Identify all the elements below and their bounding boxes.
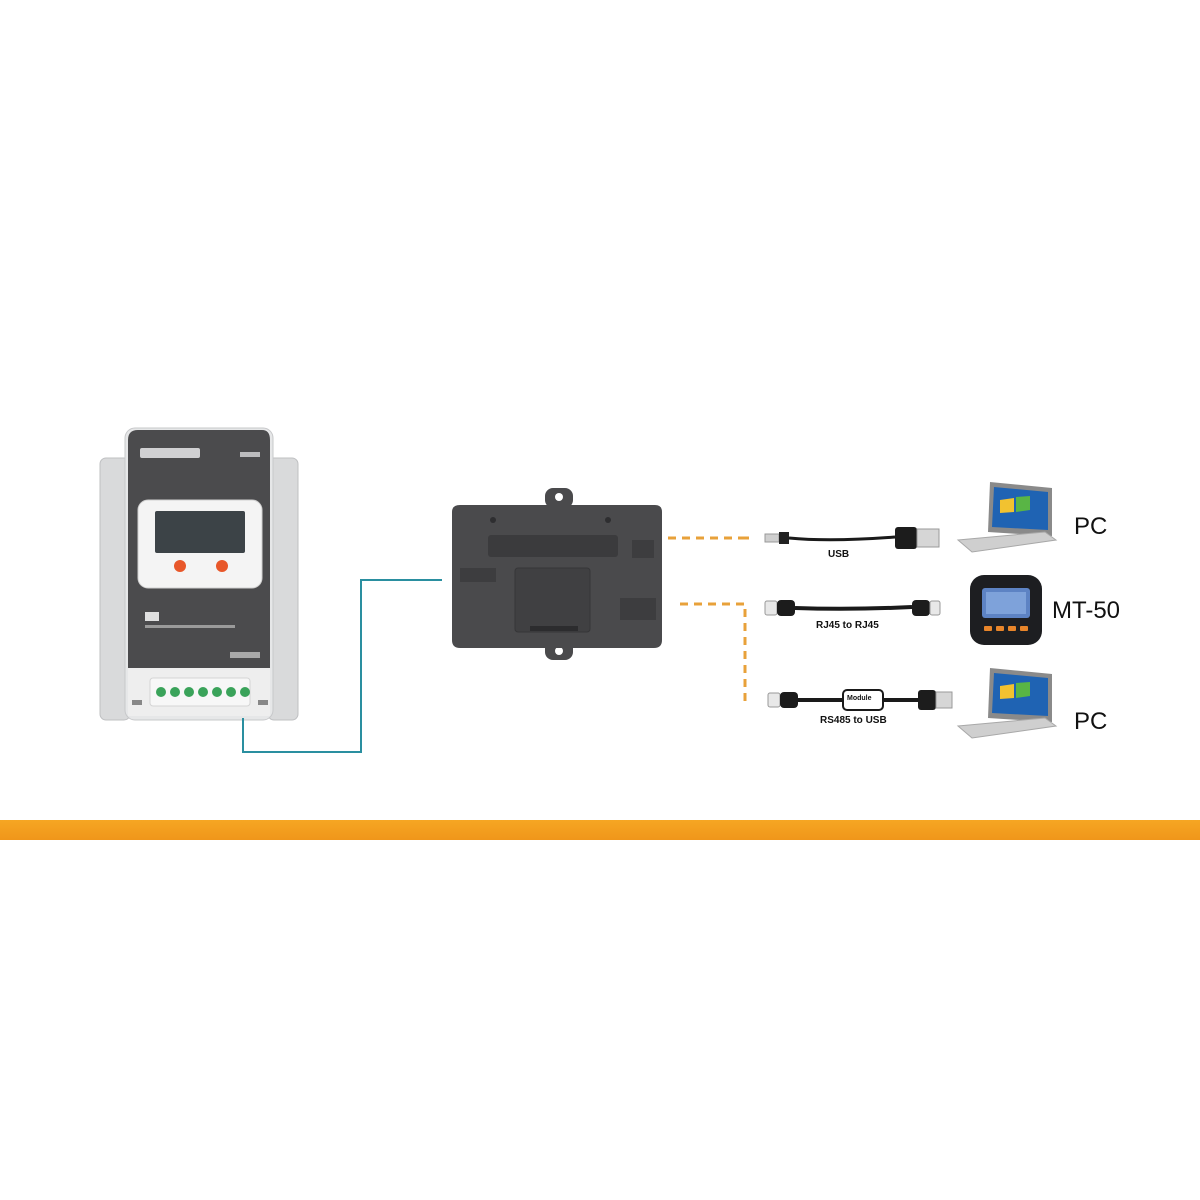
hub-cover: [514, 567, 591, 633]
dashed-links: [668, 536, 747, 702]
communication-hub: [452, 488, 662, 660]
hub-logo: [488, 535, 618, 557]
laptop-icon: [956, 482, 1058, 553]
solar-charge-controller: [99, 427, 299, 721]
controller-button-right: [216, 560, 228, 572]
rs485-cable-label: RS485 to USB: [820, 715, 887, 726]
rj45-cable-label: RJ45 to RJ45: [816, 620, 879, 631]
pc-label-2: PC: [1074, 708, 1108, 735]
brand-logo: [140, 448, 200, 458]
mt50-remote-meter-icon: [970, 575, 1042, 645]
usb-cable-label: USB: [828, 549, 850, 560]
bottom-accent-bar: [0, 820, 1200, 840]
mt50-label: MT-50: [1052, 597, 1121, 624]
rs485-usb-cable: [767, 689, 953, 711]
laptop-icon-2: [956, 668, 1058, 739]
pc-label-1: PC: [1074, 513, 1108, 540]
lcd-screen: [155, 511, 245, 553]
controller-to-hub-cable: [242, 579, 442, 753]
usb-cable: [764, 527, 940, 549]
mppt-label-shape: [145, 612, 159, 621]
controller-button-left: [174, 560, 186, 572]
module-label: Module: [847, 695, 872, 702]
rj45-cable: [764, 600, 941, 616]
